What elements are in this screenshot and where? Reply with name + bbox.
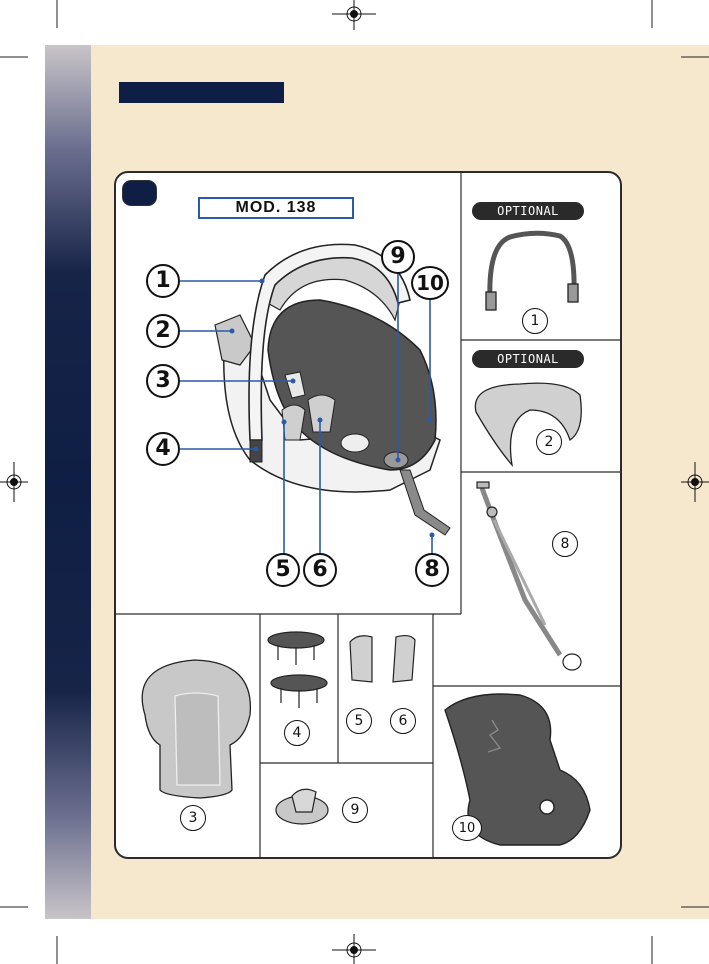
callout-10: 10 xyxy=(411,266,449,300)
handle-illustration xyxy=(486,233,578,310)
button-caps-illustration xyxy=(268,632,327,708)
callout-9: 9 xyxy=(381,240,415,274)
part-label-4: 4 xyxy=(284,720,310,746)
strap-illustration xyxy=(477,482,581,670)
part-label-1: 1 xyxy=(522,308,548,334)
callout-6: 6 xyxy=(303,553,337,587)
pads-illustration xyxy=(350,636,415,682)
part-label-8: 8 xyxy=(552,531,578,557)
part-label-5: 5 xyxy=(346,708,372,734)
callout-2: 2 xyxy=(146,314,180,348)
optional-badge: OPTIONAL xyxy=(472,350,584,368)
language-tab xyxy=(122,180,157,206)
callout-4: 4 xyxy=(146,432,180,466)
part-label-2: 2 xyxy=(536,429,562,455)
optional-badge: OPTIONAL xyxy=(472,202,584,220)
model-label: MOD. 138 xyxy=(198,197,354,219)
callout-5: 5 xyxy=(266,553,300,587)
part-label-10: 10 xyxy=(452,815,482,841)
part-label-6: 6 xyxy=(390,708,416,734)
part-label-9: 9 xyxy=(342,797,368,823)
callout-8: 8 xyxy=(415,553,449,587)
canopy-illustration xyxy=(475,383,581,465)
head-cushion-illustration xyxy=(142,660,250,798)
part-label-3: 3 xyxy=(180,805,206,831)
callout-1: 1 xyxy=(146,264,180,298)
callout-3: 3 xyxy=(146,364,180,398)
buckle-illustration xyxy=(276,789,328,824)
